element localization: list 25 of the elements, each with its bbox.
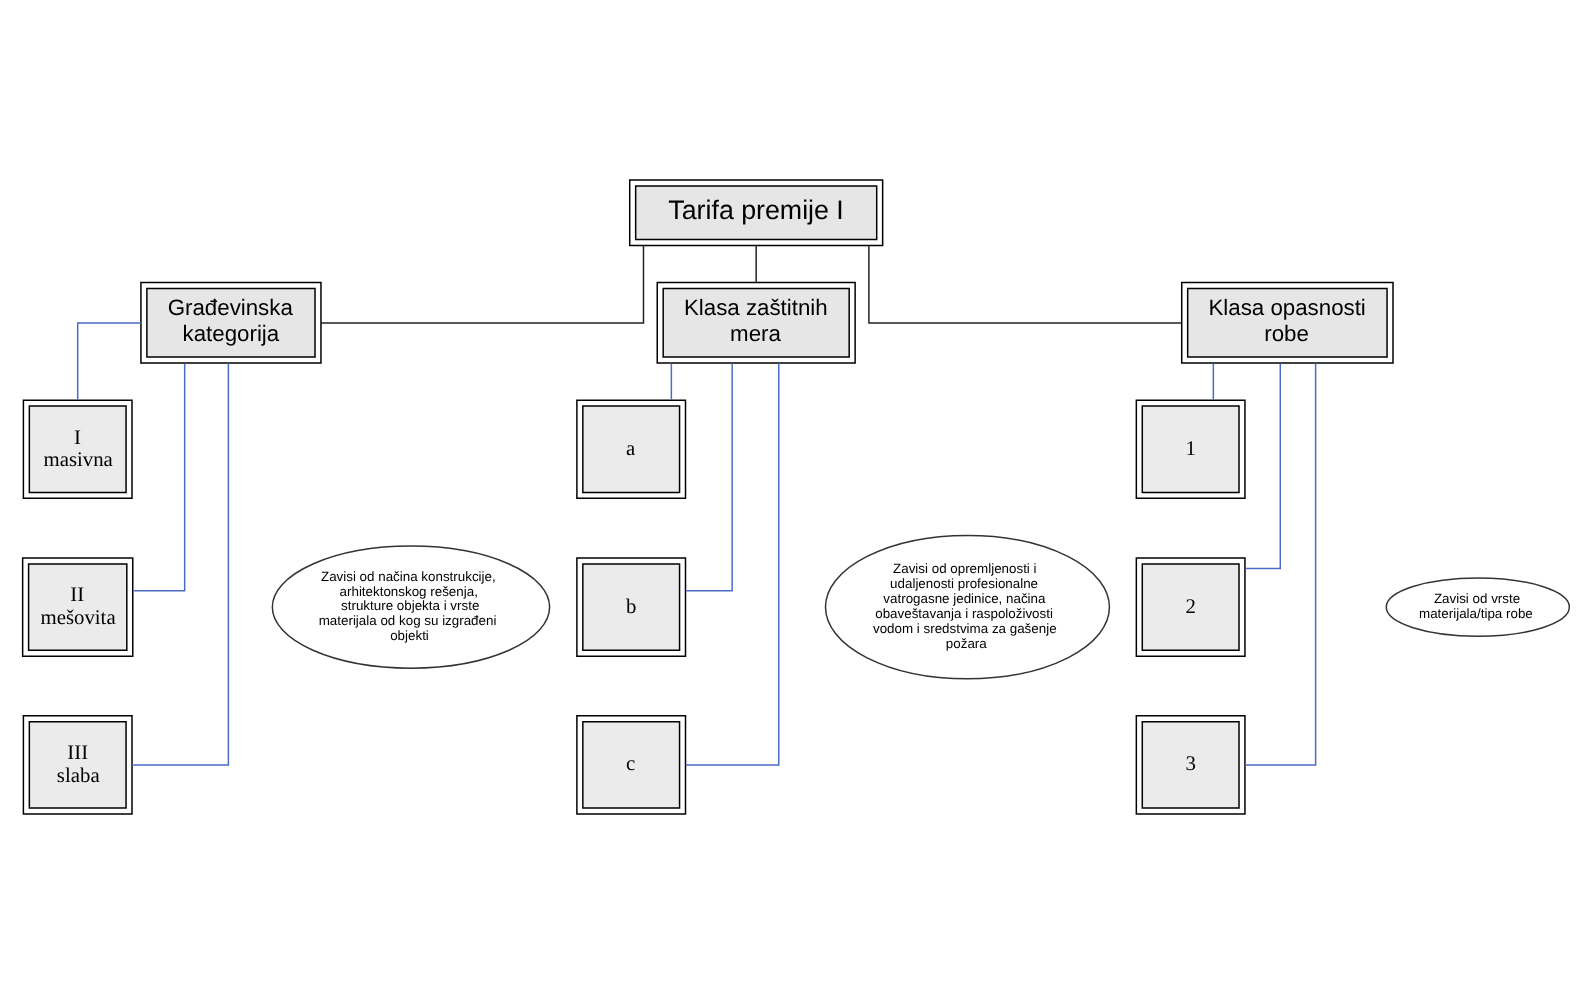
node-box: b bbox=[576, 557, 687, 657]
node-box: II mešovita bbox=[21, 557, 134, 657]
node-box: Tarifa premije I bbox=[628, 179, 884, 247]
connector bbox=[132, 362, 186, 592]
node-box: Građevinska kategorija bbox=[140, 281, 322, 364]
node-box: Klasa opasnosti robe bbox=[1180, 281, 1394, 364]
connector bbox=[76, 322, 142, 401]
connector bbox=[670, 362, 673, 401]
node-box: 1 bbox=[1135, 399, 1246, 500]
node-box: III slaba bbox=[22, 715, 133, 815]
connector bbox=[1244, 362, 1282, 570]
connector bbox=[1244, 362, 1317, 766]
connector bbox=[320, 245, 645, 324]
connector bbox=[755, 245, 757, 284]
node-box: 2 bbox=[1135, 557, 1246, 657]
connector bbox=[685, 362, 733, 592]
node-box: I masivna bbox=[22, 399, 133, 500]
node-box: 3 bbox=[1135, 715, 1246, 815]
connector bbox=[685, 362, 780, 766]
node-box: c bbox=[576, 715, 687, 815]
node-box: Klasa zaštitnih mera bbox=[656, 281, 856, 364]
connector bbox=[1212, 362, 1215, 401]
connector bbox=[131, 362, 230, 766]
connector bbox=[868, 245, 1182, 324]
node-box: a bbox=[576, 399, 687, 500]
